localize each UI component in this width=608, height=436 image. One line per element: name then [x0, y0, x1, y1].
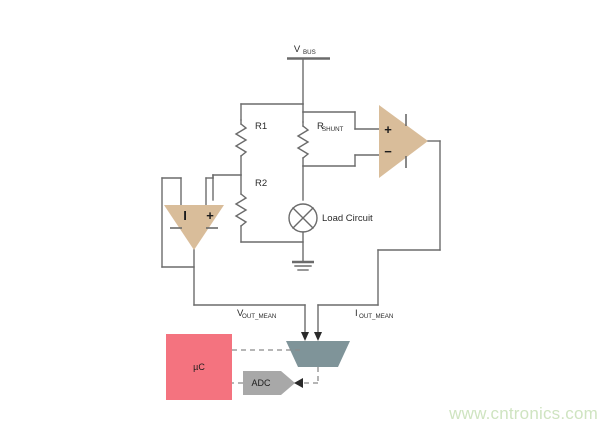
- amplifier-voltage-feedback: [161, 177, 195, 268]
- amplifier-current: [377, 105, 441, 306]
- amplifier-voltage-plus-label: +: [206, 208, 214, 223]
- top-bus-wires: [240, 103, 380, 130]
- mux-to-adc-signal: [294, 367, 319, 388]
- amplifier-voltage: [164, 177, 224, 306]
- vbus-rail: [287, 57, 330, 105]
- ground-symbol: [292, 260, 314, 271]
- resistor-r1: [234, 119, 248, 176]
- amplifier-voltage-input-wire: [205, 174, 214, 179]
- divider-tap-wires: [212, 174, 242, 201]
- load-circuit: [288, 203, 318, 263]
- multiplexer: [286, 341, 350, 367]
- i-out-mean-label-subscript: OUT_MEAN: [359, 313, 393, 320]
- shunt-bottom-wires: [302, 154, 380, 201]
- site-watermark: www.cntronics.com: [449, 404, 598, 423]
- vout-signal-wire: [193, 304, 309, 341]
- adc-label: ADC: [251, 378, 271, 388]
- load-circuit-label: Load Circuit: [322, 213, 373, 224]
- microcontroller-label: µC: [193, 362, 205, 372]
- resistor-r2-label: R2: [255, 178, 267, 189]
- i-out-mean-label: I: [355, 308, 358, 319]
- resistor-rshunt-label-subscript: SHUNT: [322, 126, 344, 133]
- v-out-mean-label: V: [237, 308, 244, 319]
- resistor-rshunt-label: R: [317, 121, 324, 132]
- resistor-rshunt: [296, 121, 310, 167]
- amplifier-current-plus-label: +: [384, 122, 392, 137]
- adc-block: [243, 371, 295, 395]
- iout-signal-wire: [314, 304, 379, 341]
- vbus-label: V: [294, 44, 301, 55]
- vbus-label-subscript: BUS: [303, 49, 316, 56]
- resistor-r2: [234, 174, 304, 243]
- resistor-r1-label: R1: [255, 121, 267, 132]
- amplifier-voltage-minus-label: I: [183, 208, 187, 223]
- v-out-mean-label-subscript: OUT_MEAN: [242, 313, 276, 320]
- microcontroller-block: [166, 334, 232, 400]
- amplifier-current-minus-label: −: [384, 144, 392, 159]
